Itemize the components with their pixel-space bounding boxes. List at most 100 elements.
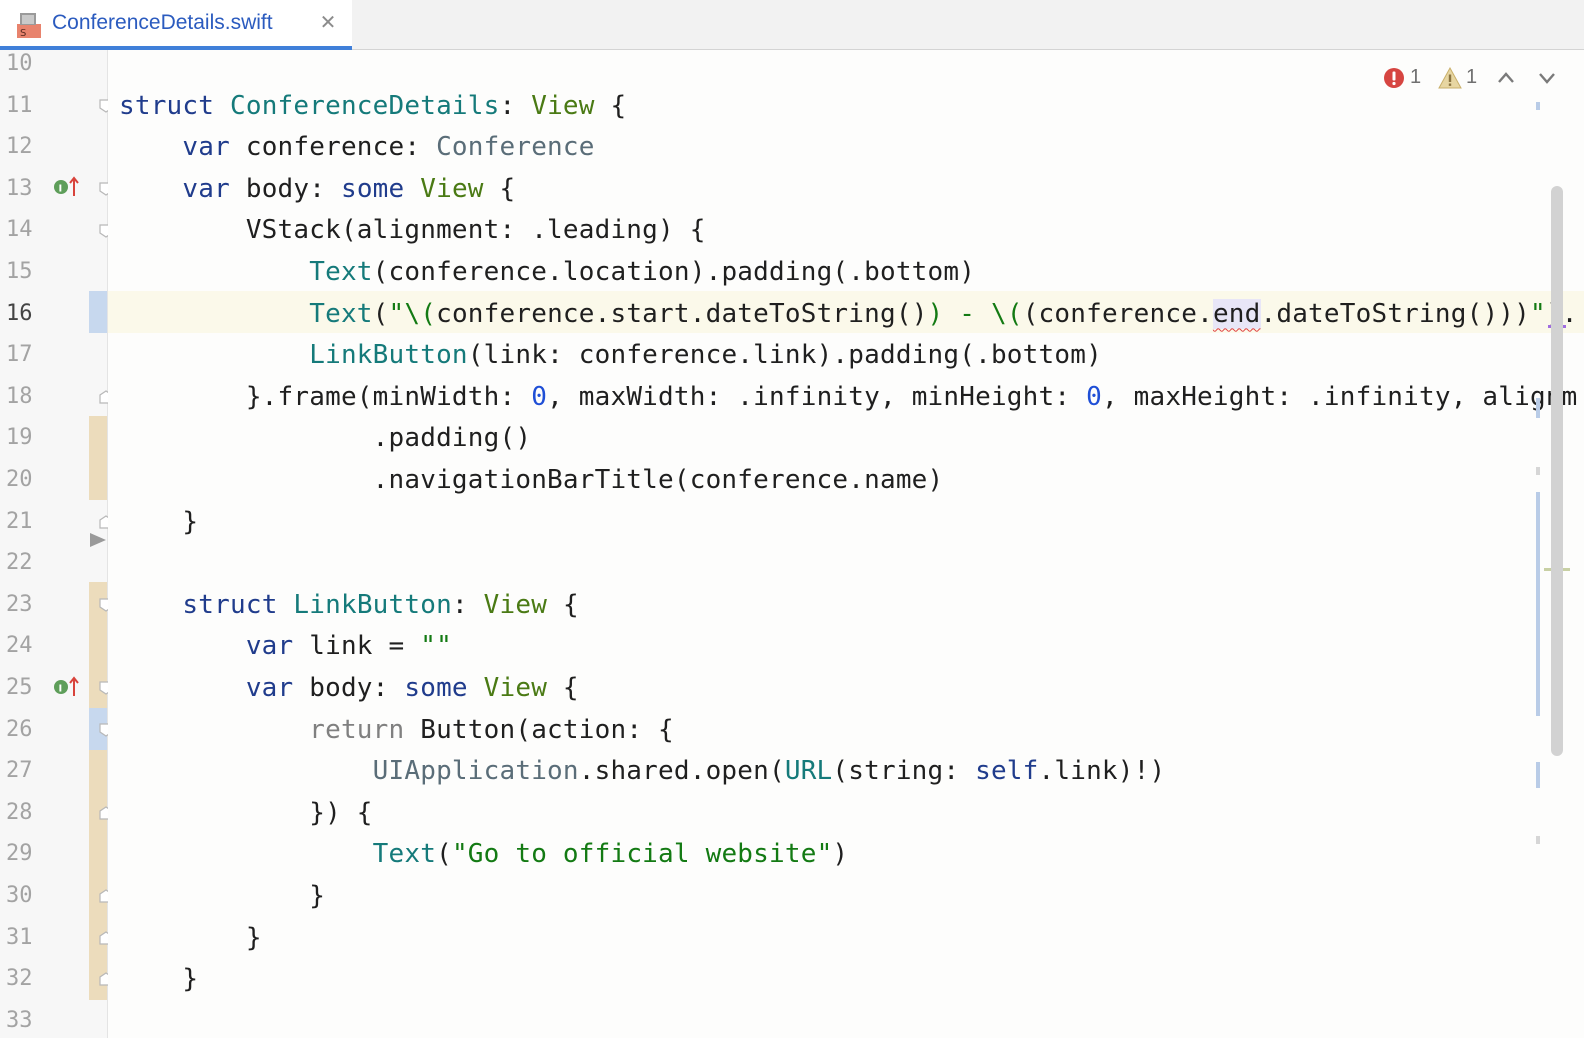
- line-number: 28: [6, 799, 33, 825]
- keyword: var: [182, 132, 230, 163]
- code-text: conference.start.dateToString(): [436, 298, 928, 329]
- implements-icon[interactable]: I: [52, 674, 82, 700]
- vcs-stripe-marker[interactable]: [1536, 102, 1540, 110]
- code-text: {: [547, 673, 579, 703]
- code-text: , maxWidth: .infinity, minHeight:: [547, 381, 1087, 412]
- vcs-stripe-marker[interactable]: [1536, 492, 1540, 716]
- keyword: struct: [182, 589, 278, 620]
- type-name: LinkButton: [309, 340, 468, 371]
- code-text: }: [182, 506, 199, 537]
- code-line-30: }: [119, 875, 325, 917]
- code-line-17: LinkButton(link: conference.link).paddin…: [119, 334, 1102, 376]
- line-number: 26: [6, 716, 33, 742]
- error-count[interactable]: 1: [1410, 66, 1422, 88]
- warning-count[interactable]: 1: [1466, 66, 1478, 88]
- code-line-12: var conference: Conference: [119, 126, 595, 168]
- code-text: :: [451, 589, 484, 620]
- code-text: body:: [229, 173, 341, 204]
- type-name: Conference: [436, 132, 595, 163]
- code-text: {: [483, 173, 516, 204]
- code-text: conference:: [229, 132, 437, 163]
- type-name: ConferenceDetails: [229, 90, 500, 121]
- code-line-20: .navigationBarTitle(conference.name): [119, 459, 944, 501]
- code-line-29: Text("Go to official website"): [119, 833, 848, 875]
- code-text: }: [309, 881, 326, 911]
- tab-conference-details[interactable]: S ConferenceDetails.swift ✕: [0, 0, 352, 50]
- code-text: (conference.: [1022, 298, 1213, 329]
- svg-text:I: I: [59, 684, 63, 695]
- vcs-stripe-marker[interactable]: [1536, 398, 1540, 418]
- keyword: struct: [119, 90, 215, 121]
- vertical-scrollbar-thumb[interactable]: [1551, 186, 1563, 756]
- current-line-highlight: [108, 291, 1584, 333]
- line-number: 24: [6, 633, 33, 659]
- vcs-stripe-marker[interactable]: [1536, 467, 1540, 475]
- code-text: }) {: [309, 797, 373, 828]
- code-line-16: Text("\(conference.start.dateToString())…: [119, 293, 1578, 335]
- vcs-change-marker[interactable]: [89, 291, 107, 333]
- chevron-up-icon[interactable]: [1496, 69, 1516, 87]
- line-number: 18: [6, 383, 33, 409]
- vcs-change-marker[interactable]: [89, 416, 107, 500]
- code-text: .padding(): [372, 423, 532, 454]
- vcs-change-marker[interactable]: [89, 708, 107, 750]
- execution-point-icon[interactable]: [89, 532, 107, 548]
- vcs-stripe-marker[interactable]: [1536, 836, 1540, 844]
- chevron-down-icon[interactable]: [1537, 69, 1557, 87]
- line-number: 31: [6, 924, 33, 950]
- string-literal: "Go to official website": [451, 839, 833, 870]
- error-highlight[interactable]: end: [1212, 298, 1261, 329]
- line-number: 23: [6, 591, 33, 617]
- type-name: URL: [784, 756, 833, 787]
- line-number: 14: [6, 217, 33, 243]
- string-literal: ": [1530, 298, 1546, 329]
- keyword: some: [404, 673, 468, 703]
- code-text: (: [372, 298, 389, 329]
- code-text: .shared.open(: [578, 756, 785, 787]
- protocol-name: View: [483, 589, 548, 620]
- line-number: 22: [6, 550, 33, 576]
- warning-icon: [1438, 67, 1462, 89]
- line-number: 19: [6, 425, 33, 451]
- code-text: ): [832, 839, 849, 870]
- keyword: var: [245, 673, 294, 703]
- string-literal: "": [420, 631, 452, 662]
- line-number: 15: [6, 259, 33, 284]
- code-text: (: [436, 839, 452, 870]
- keyword: var: [182, 173, 230, 204]
- code-text: body:: [293, 673, 405, 703]
- code-line-15: Text(conference.location).padding(.botto…: [119, 251, 975, 293]
- code-text: }.frame(minWidth:: [245, 381, 532, 412]
- code-text: }: [182, 964, 199, 995]
- close-tab-icon[interactable]: ✕: [319, 10, 337, 34]
- swift-file-icon: S: [17, 13, 41, 39]
- type-name: Text: [309, 298, 373, 329]
- line-number: 10: [6, 51, 33, 76]
- keyword: some: [340, 173, 405, 204]
- code-text: }: [245, 922, 262, 953]
- tab-file-name: ConferenceDetails.swift: [52, 11, 273, 34]
- code-text: Button(action: {: [404, 714, 674, 745]
- code-line-21: }: [119, 501, 198, 543]
- string-literal: ): [927, 298, 944, 329]
- line-number: 17: [6, 342, 33, 368]
- code-line-28: }) {: [119, 792, 373, 834]
- implements-icon[interactable]: I: [52, 174, 82, 200]
- code-line-25: var body: some View {: [119, 667, 579, 709]
- line-number: 21: [6, 508, 33, 534]
- number-literal: 0: [531, 381, 548, 412]
- vcs-stripe-marker[interactable]: [1536, 762, 1540, 788]
- line-number: 33: [6, 1007, 33, 1033]
- code-text: .link)!): [1038, 756, 1166, 787]
- code-line-14: VStack(alignment: .leading) {: [119, 209, 706, 251]
- line-number: 32: [6, 966, 33, 992]
- editor-gutter: 10 11 12 13 14 15 16 17 18 19 20 21 22 2…: [0, 50, 113, 1038]
- line-number: 13: [6, 175, 33, 201]
- number-literal: 0: [1086, 381, 1102, 412]
- code-text: .dateToString())): [1260, 298, 1531, 329]
- type-name: UIApplication: [372, 756, 579, 787]
- line-number-current: 16: [6, 300, 33, 326]
- code-editor[interactable]: struct ConferenceDetails: View { var con…: [108, 50, 1584, 1038]
- code-line-23: struct LinkButton: View {: [119, 584, 579, 626]
- code-line-11: struct ConferenceDetails: View {: [119, 85, 626, 127]
